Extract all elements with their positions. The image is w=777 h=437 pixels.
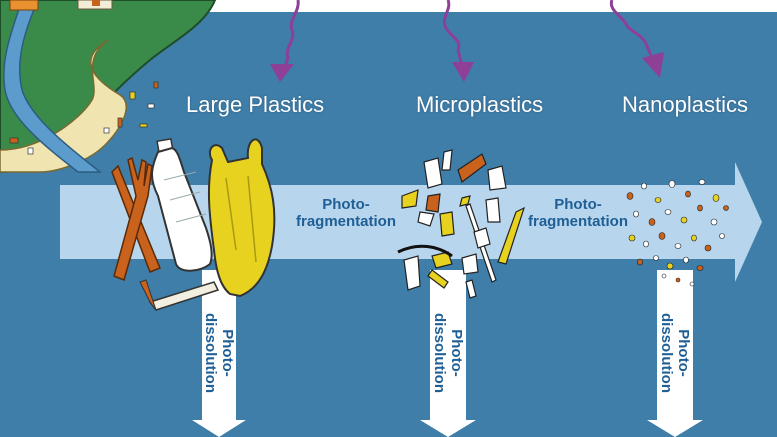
- dissolution-arrow-3: [647, 270, 703, 437]
- microplastic-fragments-icon: [401, 149, 526, 299]
- photo-dissolution-label-1: Photo- dissolution: [202, 278, 236, 428]
- photo-dissolution-line-1: Photo-: [675, 329, 692, 377]
- photo-dissolution-label-2: Photo- dissolution: [431, 278, 465, 428]
- photo-fragmentation-label-1: Photo- fragmentation: [296, 196, 396, 230]
- photo-fragmentation-line-2: fragmentation: [528, 213, 629, 230]
- shoreline: [0, 0, 217, 174]
- photo-fragmentation-line-1: Photo-: [322, 196, 370, 213]
- dissolution-arrow-1: [192, 270, 246, 437]
- sunlight-arrowheads: [270, 52, 664, 82]
- photo-dissolution-line-2: dissolution: [202, 313, 219, 393]
- beach-debris: [9, 81, 159, 155]
- stage-label-large-plastics: Large Plastics: [186, 92, 325, 117]
- stage-label-microplastics: Microplastics: [416, 92, 544, 117]
- fishing-line-fragment: [397, 244, 453, 258]
- photo-dissolution-line-1: Photo-: [448, 329, 465, 377]
- stage-label-nanoplastics: Nanoplastics: [622, 92, 748, 117]
- dissolution-arrow-2: [420, 270, 476, 437]
- photo-fragmentation-label-2: Photo- fragmentation: [528, 196, 628, 230]
- house-icon: [9, 0, 113, 11]
- sunlight-arrow-icon: [282, 0, 656, 71]
- photo-fragmentation-line-2: fragmentation: [296, 213, 397, 230]
- nanoplastic-dots-icon: [626, 179, 729, 287]
- photo-dissolution-line-2: dissolution: [658, 313, 675, 393]
- photo-dissolution-line-1: Photo-: [219, 329, 236, 377]
- fork-icon: [111, 156, 161, 282]
- plastic-bag-icon: [207, 138, 276, 298]
- photo-fragmentation-line-1: Photo-: [554, 196, 602, 213]
- bottle-icon: [151, 138, 213, 272]
- dissolution-arrows: [192, 270, 703, 437]
- photo-dissolution-label-3: Photo- dissolution: [658, 278, 692, 428]
- photo-dissolution-line-2: dissolution: [431, 313, 448, 393]
- straw-icon: [139, 279, 220, 311]
